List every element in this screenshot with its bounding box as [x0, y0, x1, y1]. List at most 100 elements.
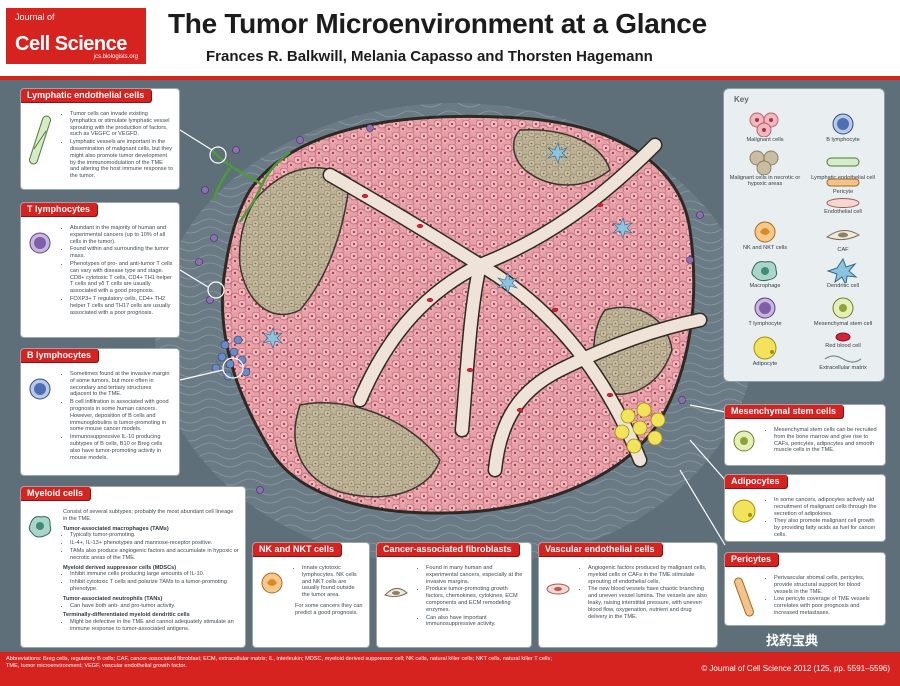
adipocyte-icon [732, 499, 756, 523]
dendritic-cells [261, 142, 634, 349]
lymphatic-vessel [211, 149, 291, 223]
key-label: Adipocyte [752, 361, 778, 367]
panel-body: Consist of several subtypes; probably th… [27, 509, 239, 641]
key-legend: Key Malignant cells B lymphocyte Maligna… [723, 88, 885, 382]
key-item-b-lymphocyte: B lymphocyte [806, 111, 880, 148]
bullet: Phenotypes of pro- and anti-tumor T cell… [70, 261, 173, 295]
panel-text: Perivascular stromal cells, pericytes, p… [767, 575, 879, 618]
b-cell-cluster [211, 335, 251, 381]
footer: Abbreviations: Breg cells, regulatory B … [0, 652, 900, 686]
panel-text: Sometimes found at the invasive margin o… [63, 371, 173, 462]
panel-lymphatic: Lymphatic endothelial cells Tumor cells … [20, 88, 180, 190]
lymphatic-cell-icon [29, 115, 51, 165]
watermark: 找药宝典 [766, 633, 819, 648]
bullet: Can also have important immunosuppressiv… [426, 615, 525, 629]
bullet: Typically tumor-promoting. [70, 532, 239, 539]
panel-body: Perivascular stromal cells, pericytes, p… [731, 575, 879, 619]
panel-text: In some cancers, adipocytes actively aid… [767, 497, 879, 540]
key-label: Malignant cells [746, 137, 784, 143]
panel-nk: NK and NKT cells Innate cytotoxic lympho… [252, 542, 370, 648]
panel-title: B lymphocytes [21, 349, 99, 362]
mdsc-heading: Myeloid derived suppressor cells (MDSCs) [63, 564, 177, 571]
bullet: Inhibit cytotoxic T cells and polarize T… [70, 579, 239, 593]
bullet: B cell infiltration is associated with g… [70, 399, 173, 433]
bullet: Found within and surrounding the tumor m… [70, 246, 173, 260]
bullet: Immunosuppressive IL-10 producing subtyp… [70, 434, 173, 461]
intro-text: Consist of several subtypes; probably th… [63, 509, 234, 522]
bullet: Produce tumor-promoting growth factors, … [426, 586, 525, 613]
header-rule [0, 76, 900, 80]
panel-text: Consist of several subtypes; probably th… [63, 509, 239, 634]
bullet: FOXP3+ T regulatory cells, CD4+ TH2 help… [70, 296, 173, 316]
panel-caf: Cancer-associated fibroblasts Found in m… [376, 542, 532, 648]
key-label: B lymphocyte [826, 137, 860, 143]
panel-body: Mesenchymal stem cells can be recruited … [731, 427, 879, 459]
panel-text: Tumor cells can invade existing lymphati… [63, 111, 173, 181]
bullet: Angiogenic factors produced by malignant… [588, 565, 711, 585]
panel-body: Sometimes found at the invasive margin o… [27, 371, 173, 469]
panel-title: Vascular endothelial cells [539, 543, 662, 556]
authors: Frances R. Balkwill, Melania Capasso and… [206, 48, 653, 65]
bullet: Inhibit immune cells producing large amo… [70, 571, 239, 578]
dc-heading: Terminally-differentiated myeloid dendri… [63, 612, 190, 619]
key-item-caf: CAF [806, 221, 880, 258]
key-item-rbc: Red blood cell [806, 331, 880, 353]
key-label: Endothelial cell [824, 209, 862, 215]
tan-heading: Tumor-associated neutrophils (TANs) [63, 595, 163, 602]
panel-text: Found in many human and experimental can… [419, 565, 525, 629]
callout-leaders [179, 129, 726, 546]
key-item-necrotic: Malignant cells in necrotic or hypoxic a… [728, 149, 802, 193]
panel-title: Mesenchymal stem cells [725, 405, 844, 418]
panel-text: Abundant in the majority of human and ex… [63, 225, 173, 317]
panel-pericytes: Pericytes Perivascular stromal cells, pe… [724, 552, 886, 626]
key-item-adipocyte: Adipocyte [728, 335, 802, 372]
panel-title: Adipocytes [725, 475, 787, 488]
bullet: They also promote malignant cell growth … [774, 518, 879, 538]
bullet: IL-4+, IL-13+ phenotypes and mannose-rec… [70, 540, 239, 547]
key-item-macrophage: Macrophage [728, 257, 802, 294]
key-label: T lymphocyte [748, 321, 782, 327]
nk-cell-icon [261, 572, 283, 594]
panel-title: Lymphatic endothelial cells [21, 89, 152, 102]
bullet: Abundant in the majority of human and ex… [70, 225, 173, 245]
key-title: Key [734, 95, 749, 104]
key-item-pericyte: Pericyte [806, 177, 880, 197]
bullet: The new blood vessels have chaotic branc… [588, 586, 711, 620]
panel-text: Innate cytotoxic lymphocytes. NK cells a… [295, 565, 363, 619]
adipocyte-cluster [614, 402, 666, 454]
panel-body: Tumor cells can invade existing lymphati… [27, 111, 173, 183]
panel-title: Cancer-associated fibroblasts [377, 543, 519, 556]
journal-logo: Journal of Cell Science jcs.biologists.o… [6, 8, 146, 64]
panel-body: In some cancers, adipocytes actively aid… [731, 497, 879, 538]
bullet: In some cancers, adipocytes actively aid… [774, 497, 879, 517]
copyright: © Journal of Cell Science 2012 (125, pp.… [701, 664, 890, 673]
panel-title: T lymphocytes [21, 203, 98, 216]
key-label: Pericyte [832, 189, 854, 195]
logo-line1: Journal of [15, 12, 55, 22]
key-item-ecm: Extracellular matrix [806, 353, 880, 377]
bullet: TAMs also produce angiogenic factors and… [70, 548, 239, 562]
bullet: Can have both anti- and pro-tumor activi… [70, 603, 239, 610]
abbreviations: Abbreviations: Breg cells, regulatory B … [6, 656, 552, 669]
key-label: CAF [837, 247, 849, 253]
tam-heading: Tumor-associated macrophages (TAMs) [63, 525, 169, 532]
panel-text: Angiogenic factors produced by malignant… [581, 565, 711, 621]
endothelial-cell-icon [546, 583, 570, 595]
bullet: Tumor cells can invade existing lymphati… [70, 111, 173, 138]
key-label: Lymphatic endothelial cell [811, 175, 875, 181]
stroma-bottom [294, 402, 441, 498]
red-blood-cells [361, 193, 614, 413]
panel-myeloid: Myeloid cells Consist of several subtype… [20, 486, 246, 648]
caf-icon [384, 588, 408, 598]
key-label: Red blood cell [825, 343, 861, 349]
panel-msc: Mesenchymal stem cells Mesenchymal stem … [724, 404, 886, 466]
tumor-diagram [155, 103, 755, 567]
bullet: Lymphatic vessels are important in the d… [70, 139, 173, 180]
panel-text: Mesenchymal stem cells can be recruited … [767, 427, 879, 455]
key-item-malignant: Malignant cells [728, 111, 802, 148]
key-label: Mesenchymal stem cell [813, 321, 873, 327]
immune-cells-margin [195, 124, 704, 494]
panel-body: Innate cytotoxic lymphocytes. NK cells a… [259, 565, 363, 641]
panel-title: Myeloid cells [21, 487, 91, 500]
